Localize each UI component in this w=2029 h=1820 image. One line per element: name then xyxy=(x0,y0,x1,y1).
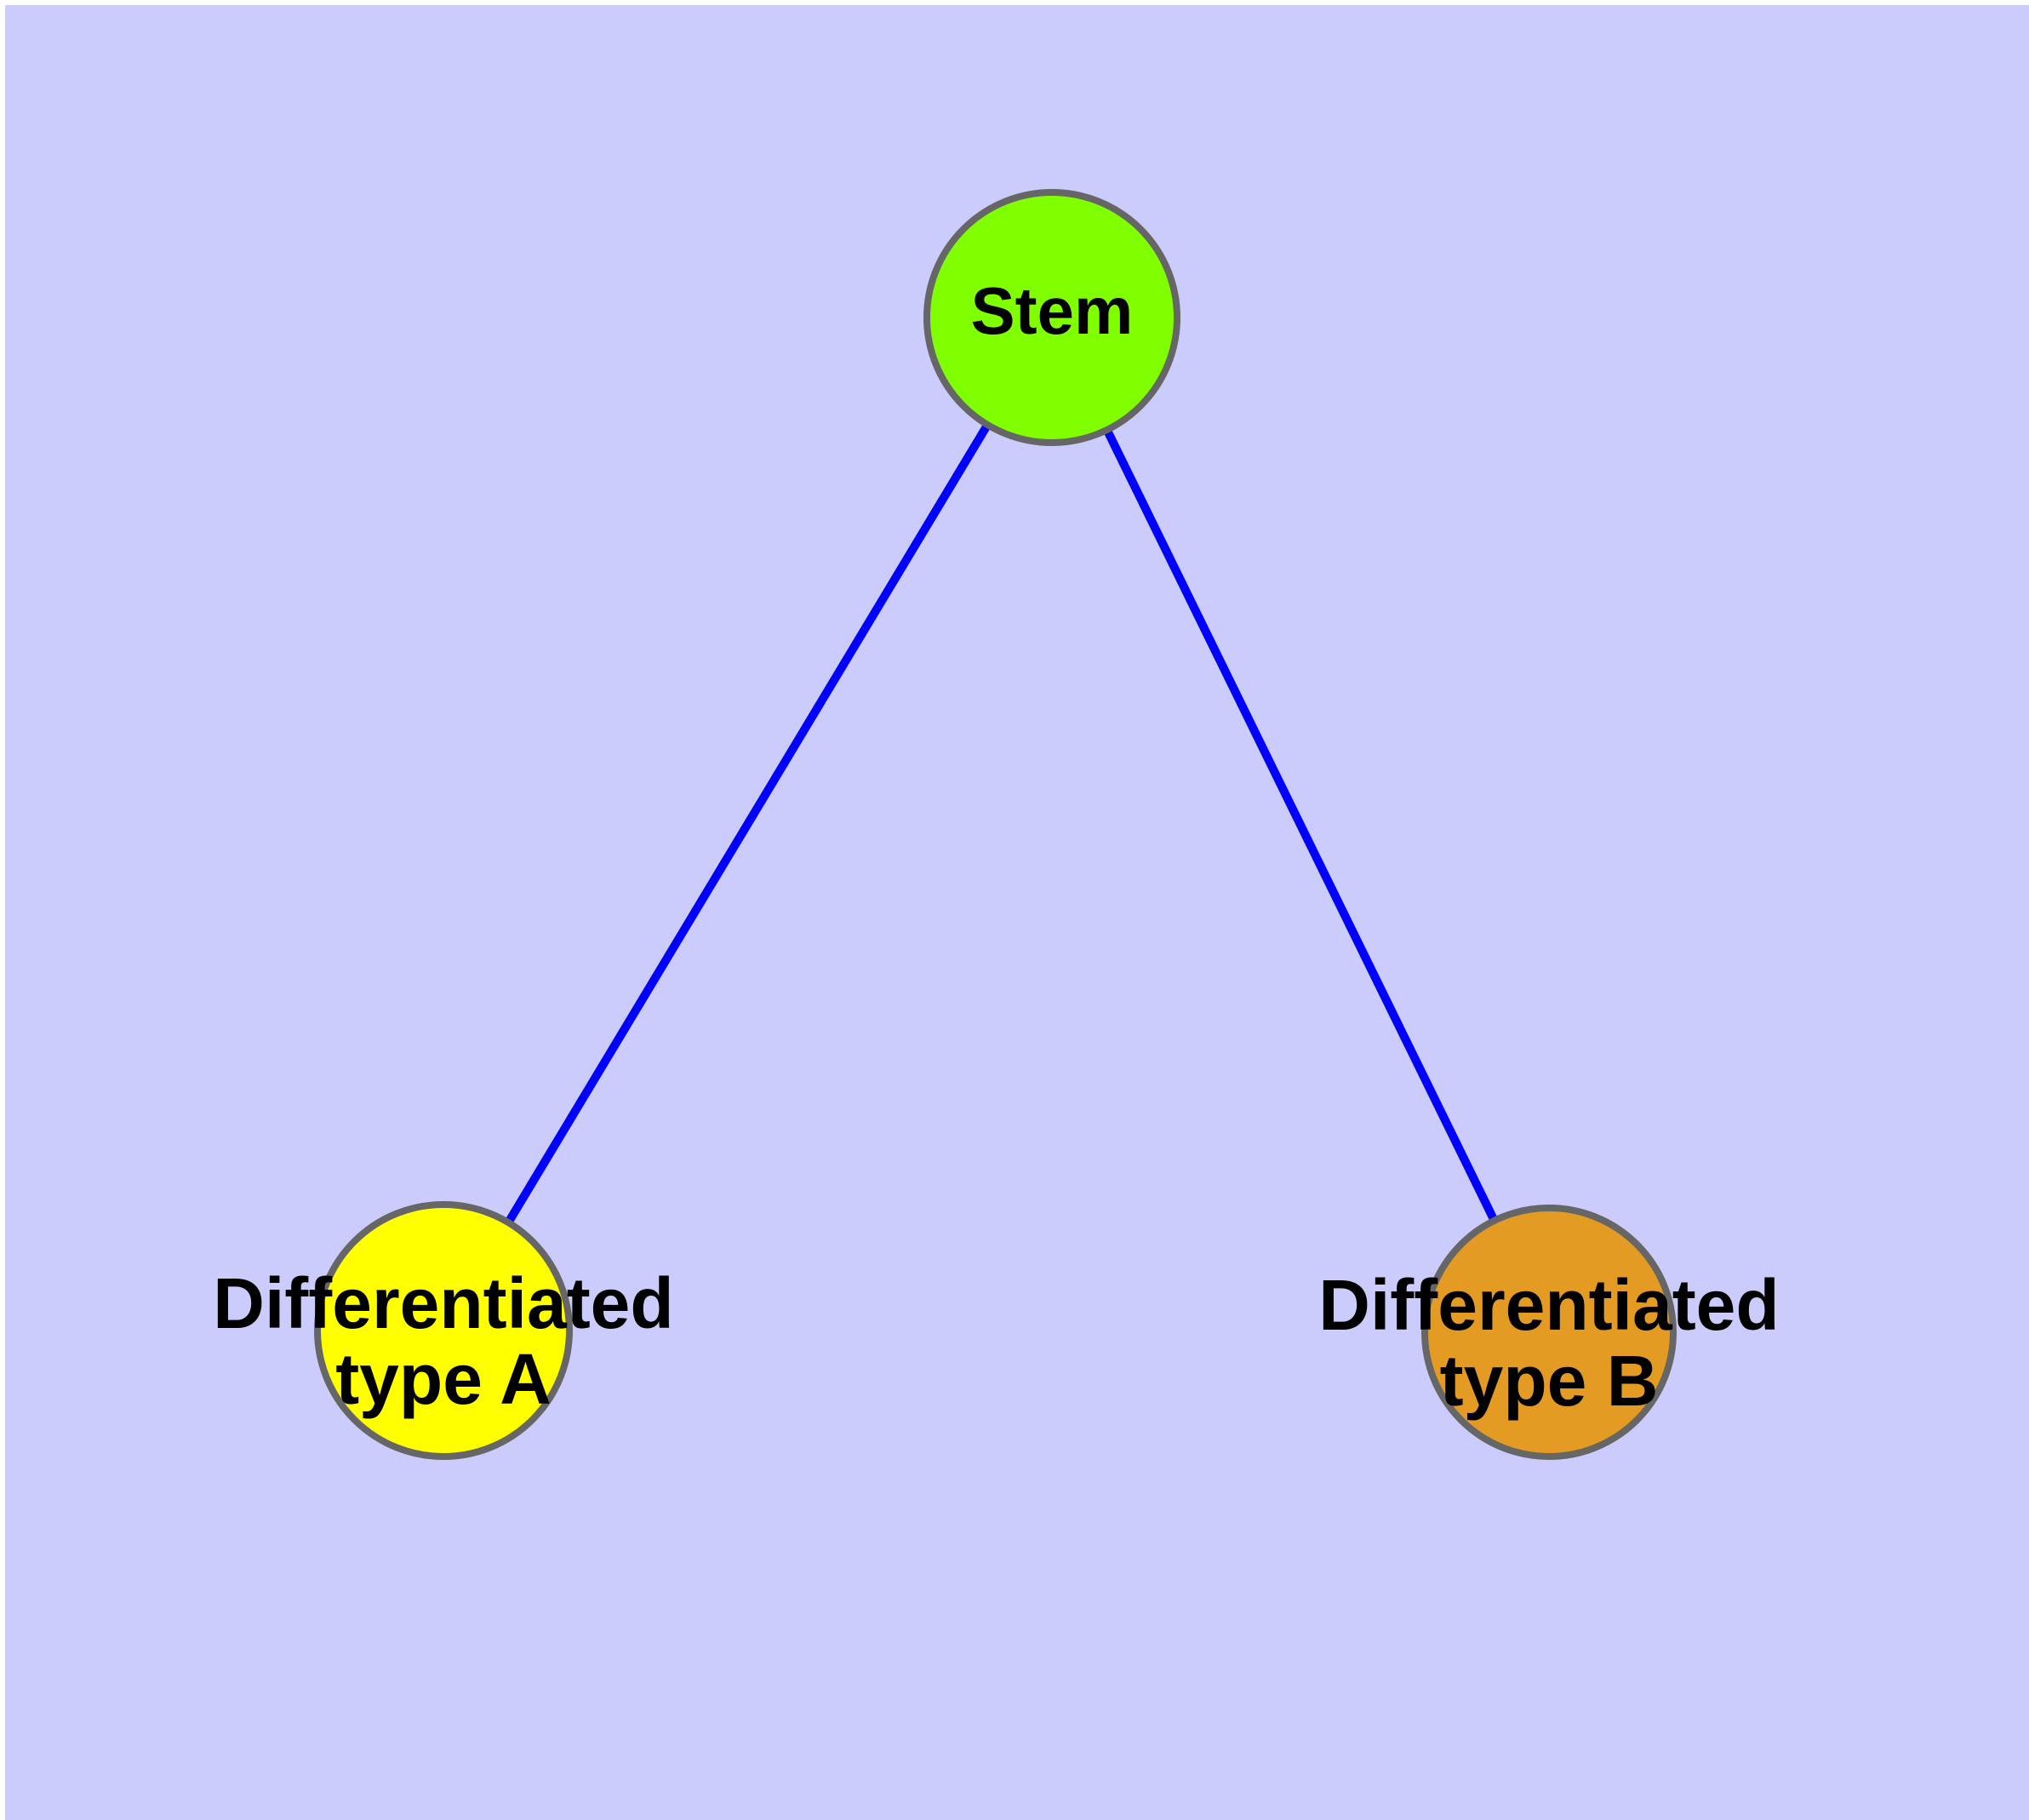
edge-stem-to-diff-a xyxy=(439,315,1056,1333)
edge-stem-to-diff-b xyxy=(1048,315,1553,1335)
node-differentiated-type-b[interactable] xyxy=(1421,1205,1677,1460)
node-layer xyxy=(314,189,1677,1460)
node-stem[interactable] xyxy=(923,189,1180,446)
edge-layer xyxy=(439,315,1553,1335)
node-differentiated-type-a[interactable] xyxy=(314,1201,573,1460)
